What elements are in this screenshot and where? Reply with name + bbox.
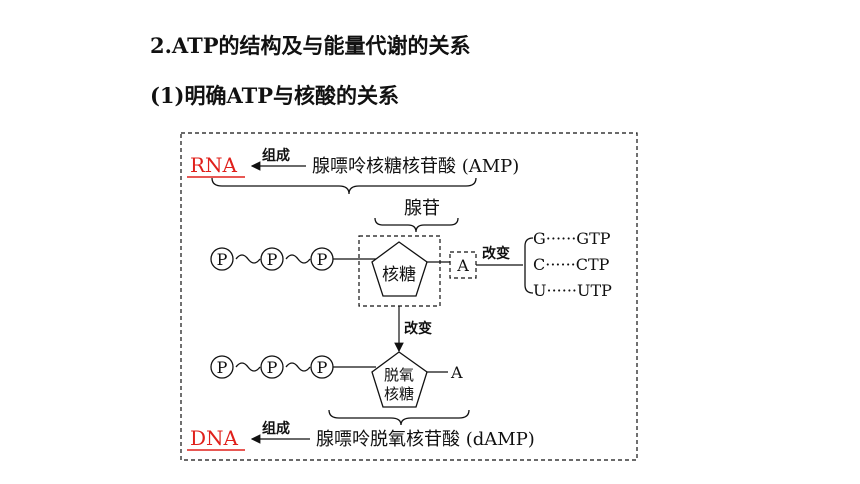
change-label-right: 改变 xyxy=(482,245,510,262)
deoxyribose-label-line1: 脱氧 xyxy=(384,366,414,384)
high-energy-bond-2 xyxy=(285,254,311,264)
high-energy-bond-4 xyxy=(285,362,311,372)
gtp-label: G······GTP xyxy=(533,229,611,248)
adenosine-label: 腺苷 xyxy=(404,198,440,219)
amp-label: 腺嘌呤核糖核苷酸 (AMP) xyxy=(312,156,519,177)
adenosine-brace xyxy=(374,217,459,233)
phosphate-6-label: P xyxy=(317,358,328,377)
damp-label: 腺嘌呤脱氧核苷酸 (dAMP) xyxy=(316,429,535,450)
change-label-down: 改变 xyxy=(404,320,432,337)
ctp-label: C······CTP xyxy=(533,255,610,274)
compose-label-top: 组成 xyxy=(262,147,290,164)
phosphate-5-label: P xyxy=(267,358,278,377)
phosphate-2 xyxy=(260,247,284,271)
high-energy-bond-3 xyxy=(235,362,261,372)
phosphate-4 xyxy=(210,355,234,379)
deoxyribose-label-line2: 核糖 xyxy=(384,385,414,403)
subsection-heading: (1)明确ATP与核酸的关系 xyxy=(150,83,400,108)
phosphate-3-label: P xyxy=(317,250,328,269)
ribose-pentagon xyxy=(371,241,428,297)
utp-label: U······UTP xyxy=(533,281,612,300)
deoxyribose-pentagon xyxy=(371,351,428,408)
high-energy-bond-1 xyxy=(235,254,261,264)
outer-dashed-frame xyxy=(180,132,638,461)
section-heading: 2.ATP的结构及与能量代谢的关系 xyxy=(150,33,471,58)
ntp-bracket xyxy=(524,237,534,294)
amp-brace xyxy=(211,177,477,195)
phosphate-1-label: P xyxy=(217,250,228,269)
adenine-label: A xyxy=(456,256,469,275)
dna-label: DNA xyxy=(190,426,239,450)
phosphate-4-label: P xyxy=(217,358,228,377)
ribose-label: 核糖 xyxy=(382,265,416,285)
damp-brace xyxy=(328,409,470,426)
rna-label: RNA xyxy=(190,153,238,177)
phosphate-5 xyxy=(260,355,284,379)
phosphate-2-label: P xyxy=(267,250,278,269)
phosphate-1 xyxy=(210,247,234,271)
compose-label-bottom: 组成 xyxy=(262,420,290,437)
adenine-label-bottom: A xyxy=(450,363,463,382)
